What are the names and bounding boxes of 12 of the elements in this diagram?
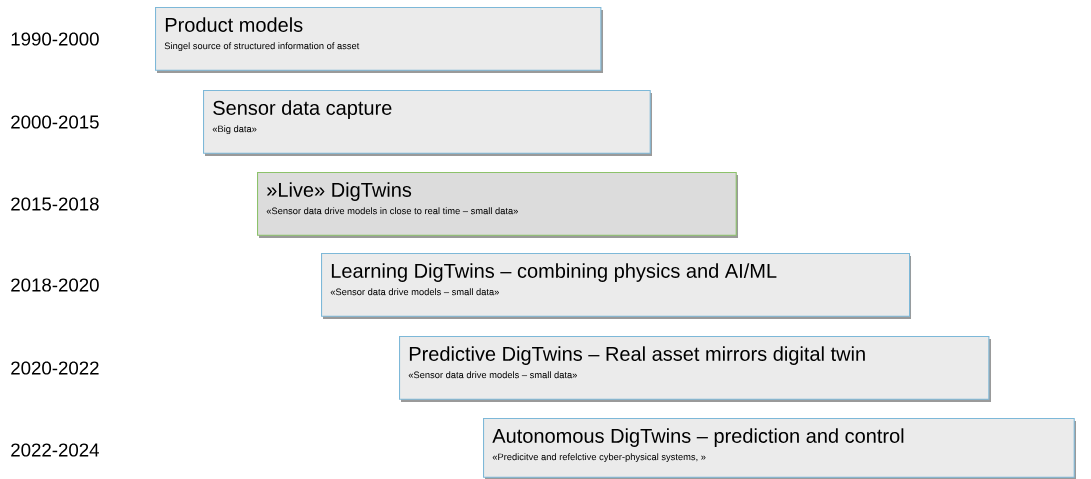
stage-box: Predictive DigTwins – Real asset mirrors digital twin «Sensor data drive models – small data» xyxy=(399,336,991,402)
stage-box: »Live» DigTwins «Sensor data drive models in close to real time – small data» xyxy=(257,172,738,238)
stage-box: Learning DigTwins – combining physics and AI/ML «Sensor data drive models – small data» xyxy=(321,253,911,319)
year-label: 2022-2024 xyxy=(11,443,99,457)
year-label: 2018-2020 xyxy=(11,278,99,292)
year-label: 1990-2000 xyxy=(11,32,99,46)
stage-box: Autonomous DigTwins – prediction and control «Predicitve and refelctive cyber-physical systems, » xyxy=(483,418,1076,479)
year-label: 2015-2018 xyxy=(11,197,99,211)
year-label: 2020-2022 xyxy=(11,361,99,375)
year-label: 2000-2015 xyxy=(11,115,99,129)
stage-box: Sensor data capture «Big data» xyxy=(203,90,652,156)
stage-box: Product models Singel source of structured information of asset xyxy=(155,7,603,73)
